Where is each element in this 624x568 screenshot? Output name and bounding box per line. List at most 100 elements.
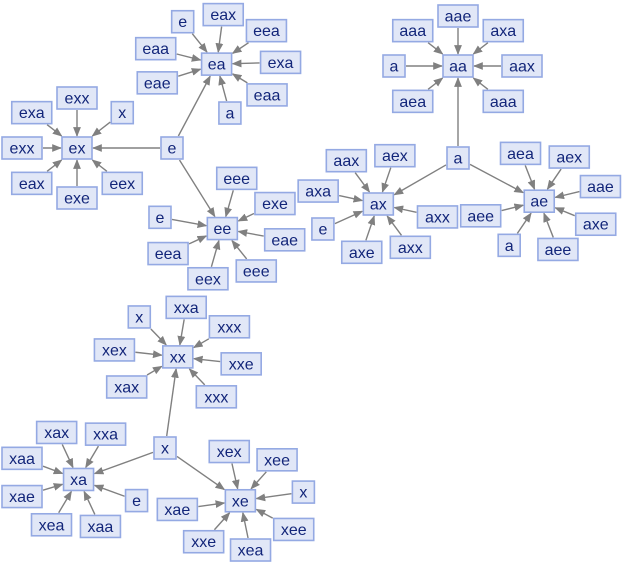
branch-vertex[interactable]: xa	[62, 467, 95, 492]
vertex-box	[1, 446, 43, 471]
leaf-vertex[interactable]: aax	[325, 148, 368, 173]
root-vertex[interactable]: e	[160, 136, 184, 160]
leaf-vertex[interactable]: xex	[208, 439, 251, 464]
leaf-vertex[interactable]: aax	[501, 54, 543, 78]
leaf-vertex[interactable]: exx	[1, 136, 43, 160]
leaf-vertex[interactable]: e	[148, 205, 172, 230]
leaf-vertex[interactable]: eee	[235, 259, 278, 283]
branch-vertex[interactable]: xe	[224, 488, 257, 513]
leaf-vertex[interactable]: aee	[459, 204, 502, 228]
branch-vertex[interactable]: xx	[162, 345, 194, 369]
leaf-vertex[interactable]: xax	[35, 420, 78, 445]
vertex-box	[195, 385, 238, 409]
root-vertex[interactable]: a	[446, 146, 470, 170]
leaf-vertex[interactable]: exa	[259, 50, 302, 75]
leaf-vertex[interactable]: xea	[30, 512, 73, 537]
leaf-vertex[interactable]: eex	[187, 266, 229, 291]
vertex-label: xxx	[217, 319, 241, 336]
vertex-label: exx	[10, 141, 35, 158]
leaf-vertex[interactable]: a	[497, 233, 521, 258]
leaf-vertex[interactable]: aex	[374, 143, 416, 168]
vertex-label: xae	[164, 502, 190, 519]
leaf-vertex[interactable]: aex	[548, 145, 591, 169]
leaf-vertex[interactable]: xxa	[84, 422, 127, 446]
leaf-vertex[interactable]: e	[311, 217, 335, 241]
leaf-vertex[interactable]: xxe	[220, 352, 262, 376]
edge-arrow	[85, 445, 100, 469]
vertex-label: xex	[217, 444, 242, 461]
leaf-vertex[interactable]: eex	[101, 171, 144, 196]
branch-vertex[interactable]: ee	[206, 216, 239, 241]
leaf-vertex[interactable]: axa	[482, 18, 525, 43]
leaf-vertex[interactable]: xee	[272, 517, 315, 542]
leaf-vertex[interactable]: axe	[574, 212, 617, 237]
leaf-vertex[interactable]: eaa	[246, 83, 288, 107]
vertex-box	[579, 174, 622, 199]
leaf-vertex[interactable]: exa	[10, 100, 53, 125]
leaf-vertex[interactable]: exe	[56, 186, 98, 210]
leaf-vertex[interactable]: aea	[391, 89, 434, 114]
leaf-vertex[interactable]: aae	[579, 174, 622, 199]
edge-arrow	[192, 338, 210, 349]
vertex-label: ex	[69, 141, 86, 158]
vertex-label: axx	[398, 240, 423, 257]
vertex-label: eax	[19, 176, 45, 193]
leaf-vertex[interactable]: xax	[105, 375, 148, 399]
leaf-vertex[interactable]: eax	[202, 2, 245, 27]
leaf-vertex[interactable]: xaa	[79, 514, 122, 539]
leaf-vertex[interactable]: eae	[263, 228, 306, 252]
leaf-vertex[interactable]: xae	[156, 497, 199, 522]
leaf-vertex[interactable]: aee	[537, 237, 579, 262]
leaf-vertex[interactable]: aae	[437, 4, 479, 28]
leaf-vertex[interactable]: aaa	[391, 18, 434, 43]
leaf-vertex[interactable]: xae	[1, 484, 43, 509]
leaf-vertex[interactable]: xaa	[1, 446, 43, 471]
leaf-vertex[interactable]: eea	[147, 241, 189, 266]
leaf-vertex[interactable]: axx	[416, 205, 459, 229]
leaf-vertex[interactable]: x	[110, 100, 135, 125]
leaf-vertex[interactable]: x	[291, 480, 316, 504]
leaf-vertex[interactable]: xee	[256, 448, 298, 472]
leaf-vertex[interactable]: eax	[10, 171, 53, 196]
edge-arrow	[516, 212, 532, 234]
edge-arrow	[93, 484, 125, 497]
leaf-vertex[interactable]: xex	[93, 338, 136, 362]
leaf-vertex[interactable]: xxx	[208, 315, 251, 339]
vertex-label: xxe	[229, 356, 254, 373]
vertex-label: eae	[271, 232, 298, 249]
leaf-vertex[interactable]: axx	[389, 235, 432, 260]
leaf-vertex[interactable]: e	[124, 488, 149, 513]
leaf-vertex[interactable]: e	[170, 9, 195, 34]
branch-vertex[interactable]: ex	[61, 136, 93, 160]
leaf-vertex[interactable]: a	[218, 101, 242, 125]
leaf-vertex[interactable]: xea	[229, 538, 272, 562]
edge-arrow	[472, 77, 489, 90]
leaf-vertex[interactable]: xxa	[165, 295, 208, 320]
leaf-vertex[interactable]: xxx	[195, 385, 238, 409]
leaf-vertex[interactable]: exe	[254, 191, 296, 216]
leaf-vertex[interactable]: eaa	[134, 36, 177, 61]
leaf-vertex[interactable]: axa	[297, 179, 339, 203]
vertex-box	[182, 529, 225, 554]
leaf-vertex[interactable]: eea	[245, 18, 288, 43]
leaf-vertex[interactable]: a	[382, 54, 406, 78]
leaf-vertex[interactable]: x	[127, 305, 152, 329]
vertex-label: eaa	[254, 87, 281, 104]
vertex-box	[291, 480, 316, 504]
branch-vertex[interactable]: ea	[200, 52, 233, 76]
root-vertex[interactable]: x	[153, 436, 177, 460]
vertex-label: xae	[9, 489, 35, 506]
edge-arrow	[334, 210, 364, 225]
branch-vertex[interactable]: aa	[442, 54, 474, 78]
leaf-vertex[interactable]: aaa	[482, 89, 525, 114]
edge-arrow	[177, 319, 186, 346]
leaf-vertex[interactable]: axe	[340, 240, 383, 265]
vertex-box	[574, 212, 617, 237]
leaf-vertex[interactable]: aea	[499, 141, 542, 166]
branch-vertex[interactable]: ax	[362, 192, 395, 216]
leaf-vertex[interactable]: eae	[136, 71, 179, 95]
leaf-vertex[interactable]: eee	[215, 166, 258, 191]
leaf-vertex[interactable]: exx	[56, 86, 98, 110]
leaf-vertex[interactable]: xxe	[182, 529, 225, 554]
branch-vertex[interactable]: ae	[523, 189, 556, 213]
